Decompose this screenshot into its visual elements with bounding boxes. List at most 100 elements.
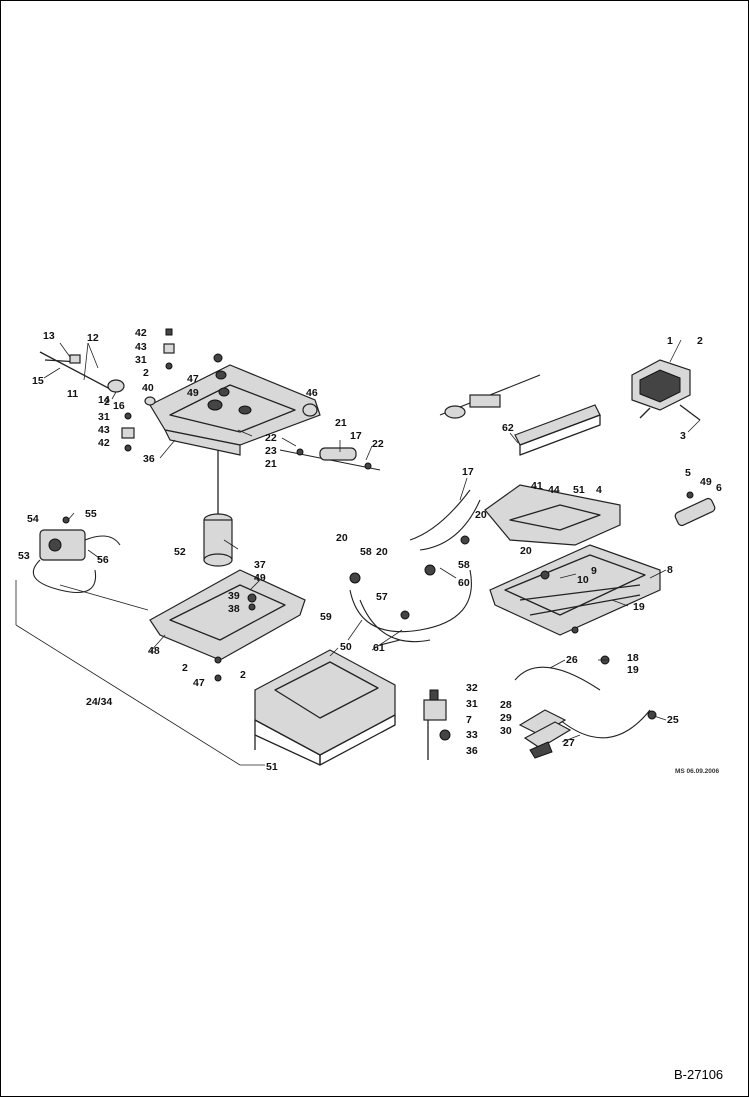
callout-label: 2: [143, 367, 149, 379]
callout-label: 6: [716, 482, 722, 494]
callout-label: 17: [462, 466, 474, 478]
callout-label: 15: [32, 375, 44, 387]
part-cable-upper: [439, 374, 541, 419]
callout-label: 20: [376, 546, 388, 558]
callout-label: 62: [502, 422, 514, 434]
callout-label: 51: [573, 484, 585, 496]
callout-label: 54: [27, 513, 39, 525]
callout-label: 2: [697, 335, 703, 347]
part-control-cable: [514, 655, 657, 759]
callout-label: 42: [98, 437, 110, 449]
date-stamp: MS 06.09.2006: [675, 768, 720, 775]
callout-label: 26: [566, 654, 578, 666]
leader-lines: [43, 339, 701, 743]
part-handle-17: [279, 447, 381, 471]
callout-label: 27: [563, 737, 575, 749]
callout-label: 13: [43, 330, 55, 342]
callout-label: 3: [680, 430, 686, 442]
callout-label: 31: [466, 698, 478, 710]
callout-label: 39: [228, 590, 240, 602]
callout-label: 43: [98, 424, 110, 436]
callout-label: 33: [466, 729, 478, 741]
callout-label: 49: [254, 572, 266, 584]
part-seat-pad-4: [484, 484, 621, 546]
callout-label: 50: [340, 641, 352, 653]
callout-label: 55: [85, 508, 97, 520]
part-lever-assembly: [39, 351, 125, 393]
callout-label: 25: [667, 714, 679, 726]
callout-label: 36: [466, 745, 478, 757]
callout-label: 49: [700, 476, 712, 488]
callout-label: 51: [266, 761, 278, 773]
callout-label: 56: [97, 554, 109, 566]
callout-label: 8: [667, 564, 673, 576]
callout-label: 7: [466, 714, 472, 726]
callout-label: 9: [591, 565, 597, 577]
callout-label: 38: [228, 603, 240, 615]
callout-label: 60: [458, 577, 470, 589]
callout-label: 1: [667, 335, 673, 347]
drawing-number: B-27106: [674, 1067, 724, 1082]
callout-label: 28: [500, 699, 512, 711]
part-seat-base-8: [489, 544, 661, 636]
callout-label: 48: [148, 645, 160, 657]
callout-label: 36: [143, 453, 155, 465]
callout-label: 31: [98, 411, 110, 423]
callout-label: 59: [320, 611, 332, 623]
callout-label: 20: [475, 509, 487, 521]
part-upper-frame: [144, 353, 321, 456]
callout-label: 41: [531, 480, 543, 492]
part-seat-cushion-50: [254, 649, 396, 766]
callout-label: 24/34: [86, 696, 112, 708]
callout-label: 52: [174, 546, 186, 558]
callout-label: 40: [142, 382, 154, 394]
callout-label: 49: [187, 387, 199, 399]
callout-label: 30: [500, 725, 512, 737]
part-air-spring-52: [203, 450, 233, 567]
callout-label: 4: [596, 484, 602, 496]
callout-label: 58: [458, 559, 470, 571]
callout-label: 20: [336, 532, 348, 544]
callout-label: 47: [187, 373, 199, 385]
callout-label: 21: [265, 458, 277, 470]
callout-label: 19: [633, 601, 645, 613]
callout-label: 2: [240, 669, 246, 681]
part-valve: [423, 689, 451, 760]
callout-label: 14: [98, 394, 110, 406]
callout-label: 44: [548, 484, 560, 496]
callout-label: 5: [685, 467, 691, 479]
callout-label: 2: [104, 396, 110, 408]
callout-label: 46: [306, 387, 318, 399]
callout-label: 17: [350, 430, 362, 442]
callout-label: 29: [500, 712, 512, 724]
callout-label: 47: [193, 677, 205, 689]
callout-label: 31: [135, 354, 147, 366]
callout-label: 21: [335, 417, 347, 429]
part-switch-1: [631, 359, 701, 421]
callout-label: 57: [376, 591, 388, 603]
callout-label: 37: [254, 559, 266, 571]
part-rail-62: [514, 404, 601, 456]
callout-label: 53: [18, 550, 30, 562]
part-compressor: [32, 516, 121, 594]
callout-label: 43: [135, 341, 147, 353]
assembly-group-line: [15, 580, 265, 766]
callout-label: 11: [67, 388, 78, 400]
part-gas-spring: [674, 491, 716, 527]
callout-label: 2: [182, 662, 188, 674]
callout-label: 32: [466, 682, 478, 694]
callout-label: 23: [265, 445, 277, 457]
callout-label: 58: [360, 546, 372, 558]
callout-labels: 13 12 42 43 31 2 47 49 40 46 15 11 14 16…: [18, 327, 722, 773]
callout-label: 18: [627, 652, 639, 664]
callout-label: 12: [87, 332, 99, 344]
callout-label: 10: [577, 574, 589, 586]
callout-label: 61: [373, 642, 385, 654]
callout-label: 22: [372, 438, 384, 450]
callout-label: 42: [135, 327, 147, 339]
part-left-hardware: [121, 328, 175, 452]
part-wiring-harness: [349, 489, 481, 646]
callout-label: 16: [113, 400, 125, 412]
callout-label: 19: [627, 664, 639, 676]
